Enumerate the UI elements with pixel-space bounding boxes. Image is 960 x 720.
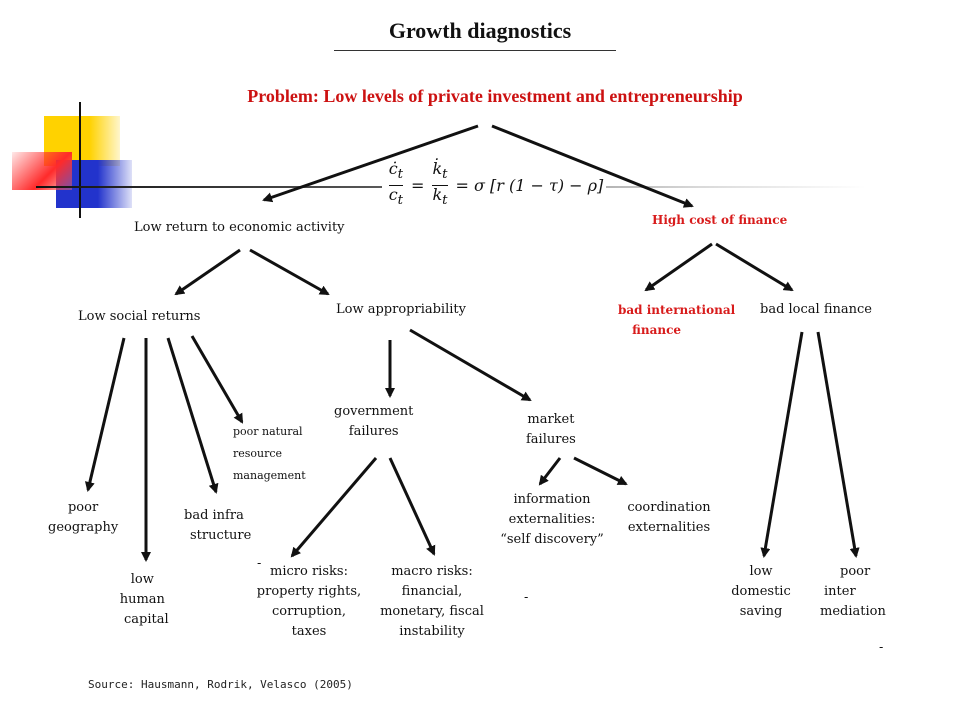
arrow-approp-to-market — [409, 328, 532, 402]
low-human-line2: human — [119, 592, 165, 607]
poor-inter-line1: poor — [840, 564, 871, 579]
dash-mark-bottom-right: - — [879, 640, 884, 654]
low-dom-line2: domestic — [731, 584, 791, 599]
coord-line1: coordination — [627, 500, 711, 515]
arrow-low-return-to-low-approp — [249, 248, 330, 296]
bad-intl-line2: finance — [632, 323, 682, 337]
node-low-domestic-saving: low domestic saving — [726, 562, 796, 622]
info-line2: externalities: — [508, 512, 596, 527]
bad-infra-line1: bad infra — [184, 508, 244, 523]
macro-line3: monetary, fiscal — [380, 604, 484, 619]
poor-inter-line3: mediation — [820, 604, 886, 619]
bad-intl-line1: bad international — [618, 303, 736, 317]
node-bad-infrastructure: bad infra structure — [184, 506, 251, 546]
gov-fail-line2: failures — [348, 424, 399, 439]
mkt-fail-line1: market — [527, 412, 575, 427]
low-human-line3: capital — [124, 612, 169, 627]
arrow-social-to-infra — [166, 337, 219, 494]
node-coordination-externalities: coordination externalities — [622, 498, 716, 538]
arrow-problem-to-low-return — [262, 124, 479, 203]
deco-vertical-line — [79, 102, 81, 218]
node-low-return: Low return to economic activity — [134, 220, 345, 235]
node-poor-geography: poor geography — [48, 498, 118, 538]
macro-line2: financial, — [401, 584, 463, 599]
node-low-social-returns: Low social returns — [78, 309, 201, 324]
node-bad-local-finance: bad local finance — [760, 302, 872, 317]
page-title: Growth diagnostics — [388, 18, 572, 43]
node-government-failures: government failures — [334, 402, 413, 442]
poor-nat-line2: resource — [233, 447, 283, 460]
poor-nat-line1: poor natural — [233, 425, 303, 438]
arrow-market-to-coord — [573, 456, 628, 486]
gov-fail-line1: government — [334, 404, 414, 419]
mkt-fail-line2: failures — [526, 432, 576, 447]
node-micro-risks: micro risks: property rights, corruption… — [254, 562, 364, 642]
node-poor-natural-resource: poor natural resource management — [233, 421, 306, 487]
arrow-low-return-to-low-social — [174, 248, 241, 296]
info-line3: “self discovery” — [500, 532, 604, 547]
arrow-high-cost-to-bad-local — [715, 242, 794, 292]
poor-geo-line2: geography — [48, 520, 119, 535]
source-citation: Source: Hausmann, Rodrik, Velasco (2005) — [88, 678, 353, 691]
arrow-social-to-geography — [84, 337, 126, 492]
arrow-local-to-domestic — [760, 331, 804, 558]
problem-statement: Problem: Low levels of private investmen… — [247, 86, 743, 106]
low-dom-line1: low — [749, 564, 773, 579]
arrow-gov-to-micro — [290, 457, 378, 558]
arrow-local-to-intermediation — [816, 331, 860, 558]
micro-line4: taxes — [291, 624, 327, 639]
node-bad-international-finance: bad international finance — [618, 300, 735, 340]
arrow-problem-to-high-cost — [491, 124, 694, 208]
dash-mark-info: - — [524, 590, 529, 604]
micro-line3: corruption, — [272, 604, 346, 619]
node-low-appropriability: Low appropriability — [336, 302, 466, 317]
macro-line4: instability — [399, 624, 465, 639]
low-dom-line3: saving — [739, 604, 783, 619]
macro-line1: macro risks: — [391, 564, 473, 579]
arrow-market-to-info — [538, 457, 562, 486]
arrow-gov-to-macro — [388, 457, 436, 556]
micro-line1: micro risks: — [270, 564, 348, 579]
node-macro-risks: macro risks: financial, monetary, fiscal… — [374, 562, 490, 642]
info-line1: information — [513, 492, 591, 507]
deco-red-block — [12, 152, 72, 190]
node-information-externalities: information externalities: “self discove… — [494, 490, 610, 550]
arrow-high-cost-to-bad-intl — [644, 242, 713, 292]
node-low-human-capital: low human capital — [116, 570, 169, 630]
poor-geo-line1: poor — [67, 500, 99, 515]
node-high-cost-of-finance: High cost of finance — [652, 213, 788, 227]
node-market-failures: market failures — [526, 410, 576, 450]
coord-line2: externalities — [627, 520, 711, 535]
dash-mark-micro: - — [257, 556, 262, 570]
node-poor-intermediation: poor inter mediation — [820, 562, 886, 622]
title-underline — [334, 50, 616, 51]
low-human-line1: low — [130, 572, 154, 587]
arrow-social-to-natural — [190, 335, 244, 424]
micro-line2: property rights, — [256, 584, 362, 599]
bad-infra-line2: structure — [190, 528, 252, 543]
poor-nat-line3: management — [233, 469, 306, 482]
poor-inter-line2: inter — [824, 584, 856, 599]
